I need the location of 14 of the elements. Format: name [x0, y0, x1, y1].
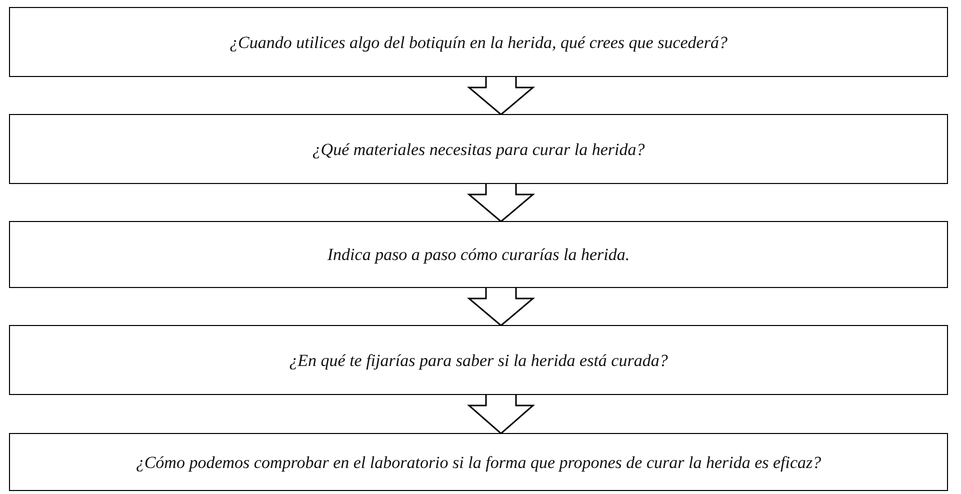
- process-box: [9, 325, 948, 395]
- question-text: ¿Qué materiales necesitas para curar la herida?: [312, 140, 645, 158]
- question-text: ¿Cómo podemos comprobar en el laboratorio si la forma que propones de curar la herida es eficaz?: [136, 454, 822, 470]
- process-box: [9, 433, 948, 491]
- block-arrow: [466, 76, 536, 116]
- process-box: [9, 221, 948, 288]
- process-box: [9, 114, 948, 184]
- process-box: [9, 7, 948, 77]
- block-arrow: [466, 182, 536, 222]
- block-arrow: [467, 394, 535, 434]
- question-text: ¿Cuando utilices algo del botiquín en la herida, qué crees que sucederá?: [230, 34, 728, 50]
- question-text: Indica paso a paso cómo curarías la herida.: [327, 246, 630, 263]
- block-arrow: [466, 286, 536, 326]
- question-text: ¿En qué te fijarías para saber si la herida está curada?: [289, 352, 668, 368]
